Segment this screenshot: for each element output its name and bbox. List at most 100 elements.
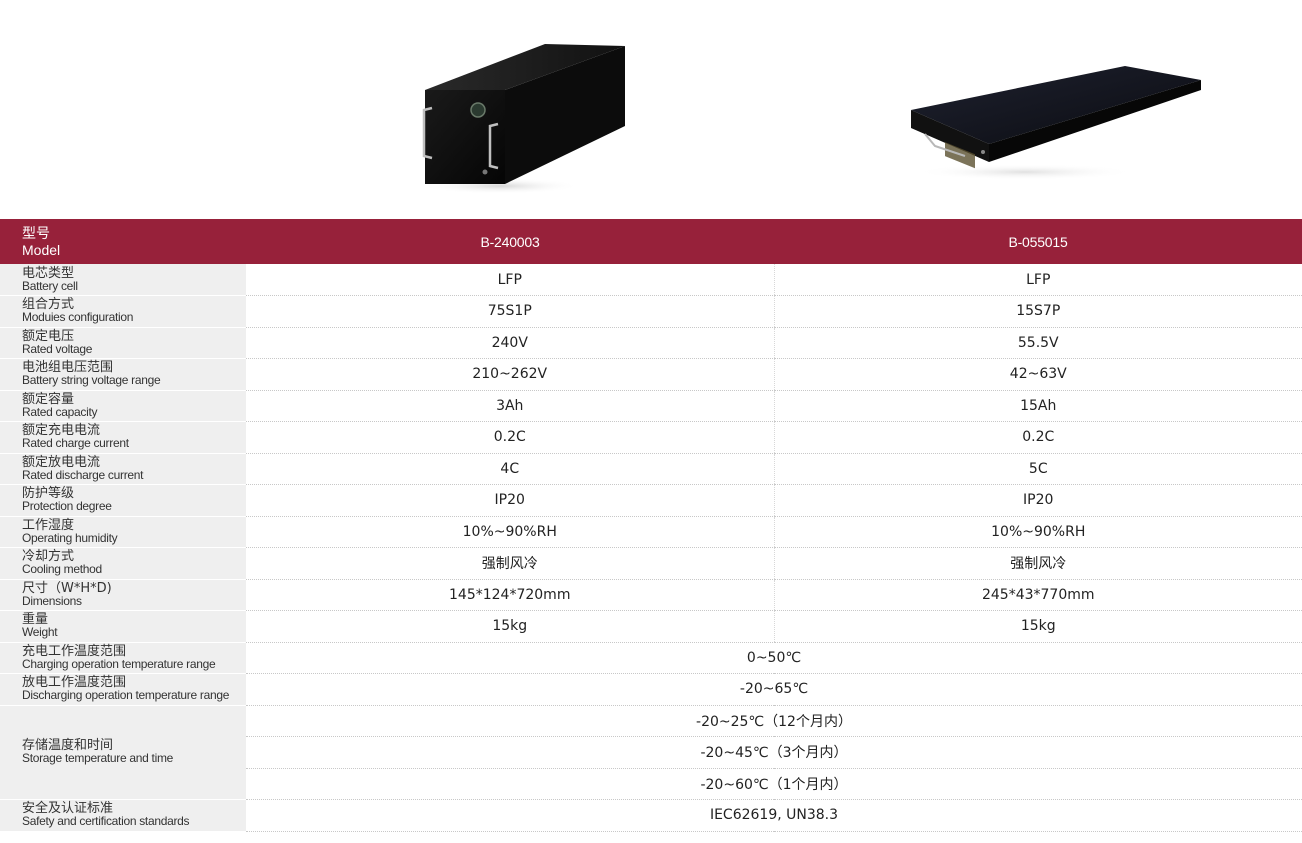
row-label-zh: 放电工作温度范围 [22, 675, 127, 691]
row-label-en: Rated voltage [22, 341, 93, 356]
row-label-en: Battery string voltage range [22, 373, 161, 388]
row-value-2: 55.5V [773, 327, 1302, 359]
row-label-zh: 工作湿度 [22, 517, 75, 533]
row-value-1: 3Ah [246, 390, 774, 422]
storage-value-3: -20~60℃（1个月内） [246, 768, 1302, 800]
table-row-storage: -20~60℃（1个月内） [0, 768, 1302, 800]
row-label-en: Rated discharge current [22, 467, 144, 482]
row-value-2: LFP [773, 264, 1302, 296]
row-value-merged: -20~65℃ [246, 673, 1302, 706]
row-label-en: Protection degree [22, 499, 112, 514]
row-label-en: Discharging operation temperature range [22, 688, 230, 703]
row-value-2: 15S7P [773, 295, 1302, 328]
row-label-zh: 防护等级 [22, 486, 75, 502]
row-value-1: 强制风冷 [246, 547, 774, 580]
row-label-zh: 尺寸（W*H*D) [22, 580, 112, 596]
header-row: 型号 Model B-240003 B-055015 [0, 219, 1302, 264]
row-value-1: 10%~90%RH [246, 516, 774, 548]
model-name-1: B-240003 [480, 233, 540, 250]
row-label-zh: 组合方式 [22, 297, 75, 313]
row-label-zh: 额定电压 [22, 328, 75, 344]
row-value-1: 0.2C [246, 421, 774, 454]
table-row: 尺寸（W*H*D)Dimensions 145*124*720mm 245*43… [0, 579, 1302, 611]
row-label-zh: 电池组电压范围 [22, 360, 114, 376]
row-label-zh: 充电工作温度范围 [22, 643, 127, 659]
model-label-cell: 型号 Model [0, 219, 246, 264]
row-label-zh: 安全及认证标准 [22, 801, 114, 817]
model-label-zh: 型号 [22, 225, 50, 242]
storage-value-2: -20~45℃（3个月内） [246, 736, 1302, 769]
row-value-2: 15Ah [773, 390, 1302, 422]
row-value-1: 210~262V [246, 358, 774, 391]
row-label-zh: 重量 [22, 612, 49, 628]
row-value-2: 10%~90%RH [773, 516, 1302, 548]
table-row-storage: -20~45℃（3个月内） [0, 736, 1302, 769]
row-value-2: 强制风冷 [773, 547, 1302, 580]
row-value-2: 15kg [773, 610, 1302, 643]
row-value-2: 0.2C [773, 421, 1302, 454]
row-value-merged: 0~50℃ [246, 642, 1302, 674]
row-value-2: 42~63V [773, 358, 1302, 391]
row-label-en: Safety and certification standards [22, 814, 190, 829]
row-label: 尺寸（W*H*D)Dimensions [0, 579, 246, 611]
battery-module-flat-image [911, 66, 1201, 180]
row-label-en: Cooling method [22, 562, 102, 577]
model-label-en: Model [22, 241, 61, 258]
row-label-zh: 冷却方式 [22, 549, 75, 565]
row-value-1: LFP [246, 264, 774, 296]
row-label-en: Rated charge current [22, 436, 129, 451]
row-label-en: Battery cell [22, 278, 78, 293]
row-value-merged: IEC62619, UN38.3 [246, 799, 1302, 832]
row-value-2: 5C [773, 453, 1302, 485]
row-value-2: 245*43*770mm [773, 579, 1302, 611]
row-label-en: Storage temperature and time [22, 751, 174, 766]
row-label-en: Dimensions [22, 593, 82, 608]
row-label-en: Operating humidity [22, 530, 118, 545]
model-name-2: B-055015 [1008, 233, 1068, 250]
row-value-1: 15kg [246, 610, 774, 643]
storage-value-1: -20~25℃（12个月内） [246, 705, 1302, 737]
row-label-en: Moduies configuration [22, 310, 134, 325]
row-value-1: 240V [246, 327, 774, 359]
row-label-zh: 存储温度和时间 [22, 738, 114, 754]
row-label-zh: 电芯类型 [22, 265, 75, 281]
row-label-en: Rated capacity [22, 404, 98, 419]
row-label-en: Charging operation temperature range [22, 656, 216, 671]
row-value-2: IP20 [773, 484, 1302, 517]
row-label-zh: 额定容量 [22, 391, 75, 407]
battery-module-tower-image [420, 44, 625, 194]
row-label-zh: 额定放电电流 [22, 454, 101, 470]
row-value-1: 145*124*720mm [246, 579, 774, 611]
row-value-1: IP20 [246, 484, 774, 517]
row-label-en: Weight [22, 625, 58, 640]
